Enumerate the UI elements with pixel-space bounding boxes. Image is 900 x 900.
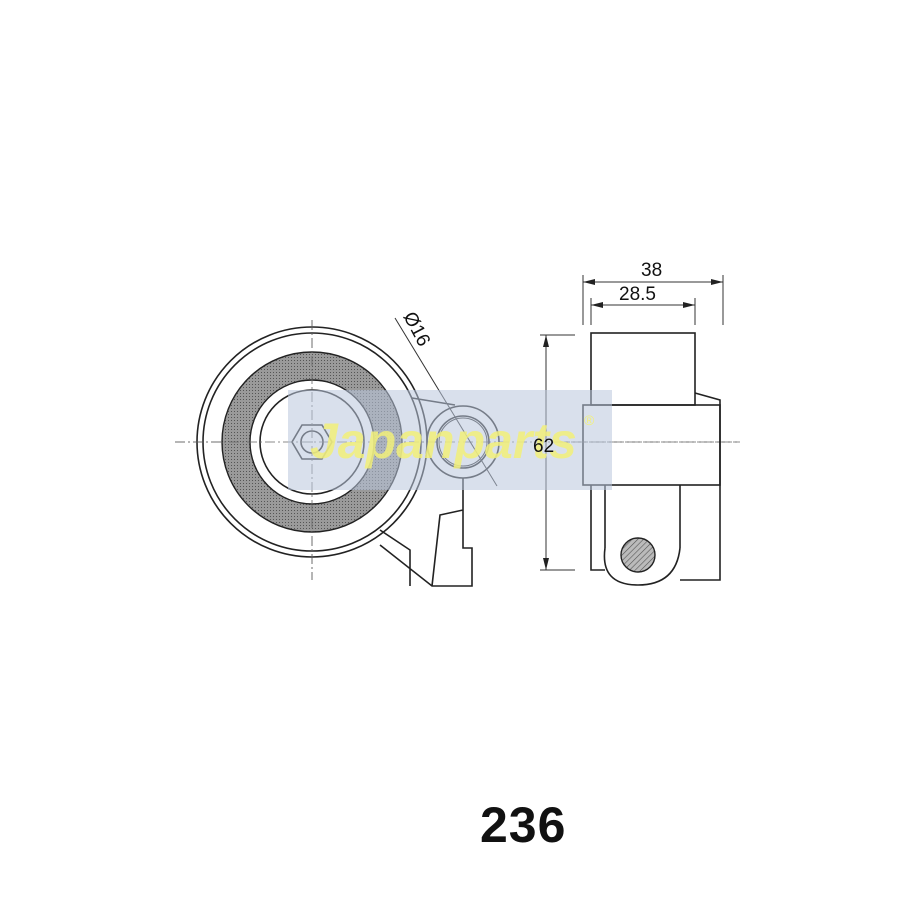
roller-pin — [620, 537, 656, 573]
dimension-bolt-diameter: Ø16 — [399, 308, 434, 350]
dimension-height: 62 — [533, 436, 554, 457]
watermark-brand: Japanparts — [310, 413, 577, 469]
dimension-inner-width: 28.5 — [619, 284, 656, 305]
watermark-registered-mark: ® — [584, 412, 595, 428]
part-number: 236 — [480, 797, 567, 853]
dimension-lines — [540, 275, 724, 571]
dimension-overall-width: 38 — [641, 260, 662, 281]
watermark: Japanparts ® — [288, 390, 612, 490]
